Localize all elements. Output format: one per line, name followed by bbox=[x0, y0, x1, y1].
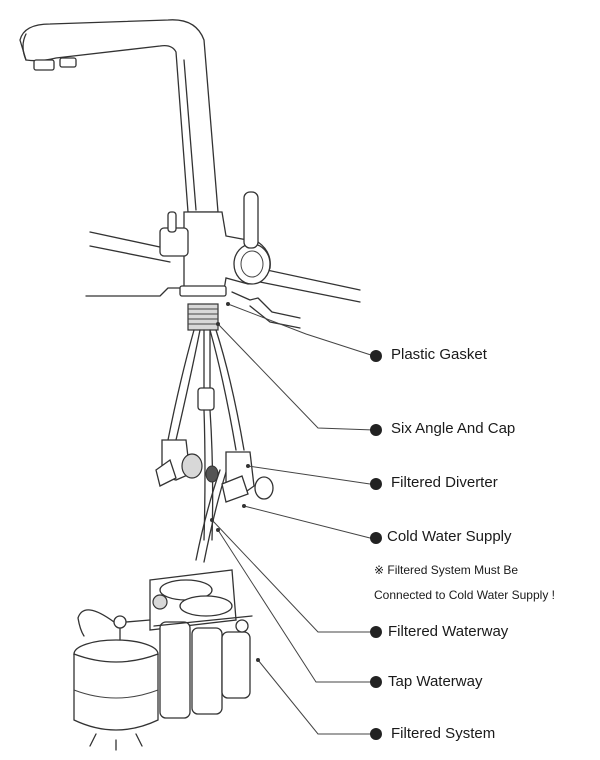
note-line-2: Connected to Cold Water Supply ! bbox=[374, 588, 555, 602]
label-cold-water-supply: Cold Water Supply bbox=[387, 528, 512, 545]
label-tap-waterway: Tap Waterway bbox=[388, 673, 483, 690]
faucet bbox=[19, 19, 271, 331]
hoses bbox=[167, 329, 245, 563]
leader-lines bbox=[210, 302, 375, 735]
note-line-1: ※ Filtered System Must Be bbox=[374, 563, 519, 577]
label-dot bbox=[370, 728, 382, 740]
label-dot bbox=[370, 350, 382, 362]
label-dots bbox=[370, 350, 382, 740]
label-dot bbox=[370, 478, 382, 490]
label-filtered-system: Filtered System bbox=[391, 725, 496, 742]
label-dot bbox=[370, 626, 382, 638]
label-plastic-gasket: Plastic Gasket bbox=[391, 346, 487, 363]
label-dot bbox=[370, 676, 382, 688]
filter-system bbox=[73, 569, 253, 751]
label-dot bbox=[370, 532, 382, 544]
label-filtered-diverter: Filtered Diverter bbox=[391, 474, 498, 491]
angle-valves bbox=[155, 439, 274, 503]
label-dot bbox=[370, 424, 382, 436]
label-six-angle-and-cap: Six Angle And Cap bbox=[391, 420, 516, 437]
label-filtered-waterway: Filtered Waterway bbox=[388, 623, 509, 640]
